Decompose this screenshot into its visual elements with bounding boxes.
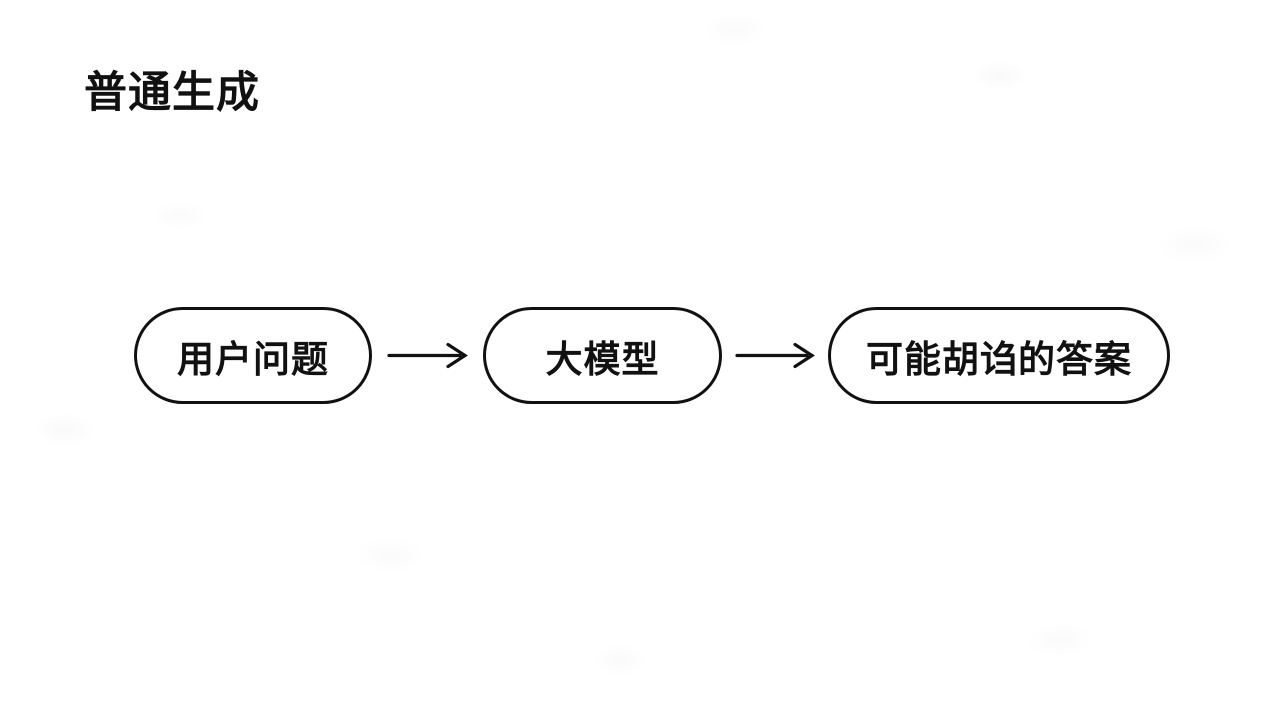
flow-node-label: 用户问题 [177,338,329,380]
arrow-right-icon [735,342,815,369]
flow-node-user-question: 用户问题 [134,307,372,404]
flow-node-possibly-fabricated-answer: 可能胡诌的答案 [828,307,1170,404]
flow-node-large-model: 大模型 [483,307,722,404]
page-title: 普通生成 [84,69,260,117]
flow-diagram: 用户问题 大模型 可能胡诌的答案 [134,307,1170,404]
flow-node-label: 大模型 [545,338,660,380]
arrow-right-icon [387,342,468,369]
flow-node-label: 可能胡诌的答案 [866,338,1132,380]
